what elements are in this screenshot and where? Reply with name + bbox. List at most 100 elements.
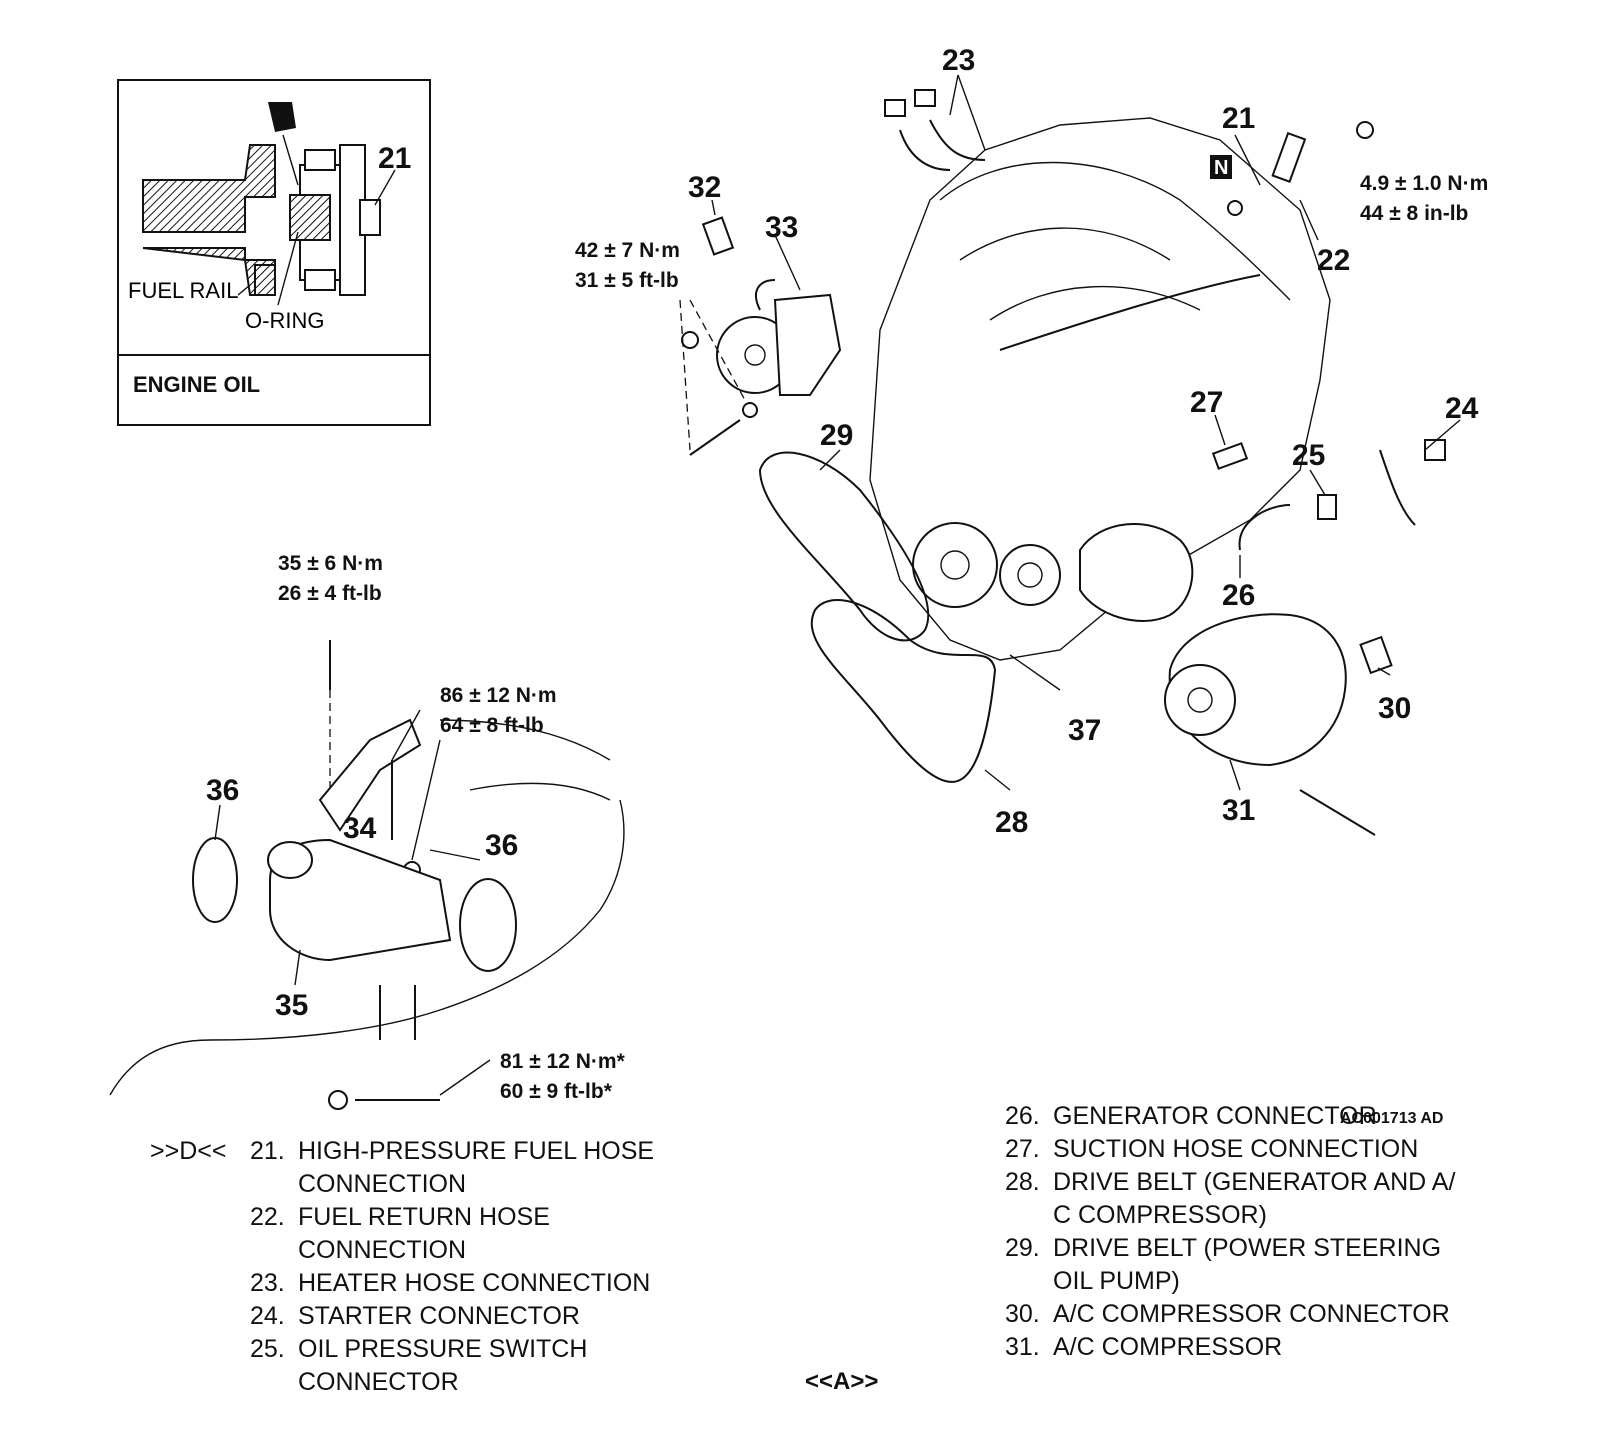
- callout-22: 22: [1317, 244, 1350, 277]
- ps-nut-2: [742, 402, 758, 418]
- leader-27: [1214, 414, 1226, 446]
- callout-31: 31: [1222, 794, 1255, 827]
- leader-31: [1229, 759, 1241, 791]
- legend-item: 30. A/C COMPRESSOR CONNECTOR: [1005, 1298, 1525, 1331]
- legend-item-text: FUEL RETURN HOSE CONNECTION: [298, 1203, 550, 1264]
- suction-hose-connector: [1211, 442, 1249, 470]
- torque-pump-metric: 42 ± 7 N·m: [575, 239, 680, 262]
- leader-32: [711, 199, 716, 216]
- figure-code: AC001713 AD: [1340, 1110, 1443, 1127]
- inset-frame: [117, 79, 431, 426]
- callout-25: 25: [1292, 439, 1325, 472]
- crank-pulley-hub: [940, 550, 970, 580]
- lower-washer: [328, 1090, 348, 1110]
- callout-28: 28: [995, 806, 1028, 839]
- torque-bolt-metric: 4.9 ± 1.0 N·m: [1360, 172, 1488, 195]
- fuel-rail-port: [254, 264, 276, 296]
- legend-item-text: SUCTION HOSE CONNECTION: [1053, 1135, 1419, 1163]
- torque-bracket-mid-imperial: 64 ± 8 ft-lb: [440, 714, 544, 737]
- callout-36-right: 36: [485, 829, 518, 862]
- callout-23: 23: [942, 44, 975, 77]
- generator-harness: [1238, 504, 1291, 551]
- engine-37-leader: [1009, 654, 1061, 691]
- idler-pulley-hub: [1017, 562, 1043, 588]
- intake-runner-1: [959, 227, 1171, 261]
- o-ring-leader: [277, 231, 299, 306]
- leader-24: [1424, 419, 1461, 451]
- engine-lower-outline: [109, 799, 625, 1096]
- leader-36-right: [429, 849, 481, 861]
- legend-item-text: A/C COMPRESSOR CONNECTOR: [1053, 1300, 1450, 1328]
- leader-21: [1234, 134, 1261, 186]
- legend-item: 31.A/C COMPRESSOR: [1005, 1331, 1525, 1364]
- legend-item: 25.OIL PRESSURE SWITCH CONNECTOR: [250, 1333, 720, 1399]
- step-marker: <<A>>: [805, 1368, 879, 1395]
- legend-item: 29.DRIVE BELT (POWER STEERING OIL PUMP): [1005, 1232, 1525, 1298]
- ps-pump-body: [773, 293, 842, 396]
- fuel-line: [999, 274, 1261, 351]
- legend-item-text: A/C COMPRESSOR: [1053, 1333, 1283, 1361]
- callout-35: 35: [275, 989, 308, 1022]
- o-ring-label: O-RING: [245, 308, 324, 333]
- legend-item-number: 30.: [1005, 1300, 1040, 1328]
- callout-29: 29: [820, 419, 853, 452]
- leader-22: [1299, 199, 1319, 241]
- torque-bracket-mid-metric: 86 ± 12 N·m: [440, 684, 557, 707]
- leader-28: [984, 769, 1011, 791]
- injector-cap-top: [304, 149, 336, 171]
- callout-leaders: [711, 74, 1461, 791]
- leader-30: [1377, 667, 1391, 676]
- manifold-runners: [439, 719, 611, 801]
- legend-item-text: HEATER HOSE CONNECTION: [298, 1269, 651, 1297]
- legend-item: 23.HEATER HOSE CONNECTION: [250, 1267, 720, 1300]
- injector-cap-bottom: [304, 269, 336, 291]
- ps-nut-1: [681, 331, 699, 349]
- leader-86: [391, 709, 421, 761]
- legend-item-number: 24.: [250, 1302, 285, 1330]
- tensioner-cap: [267, 841, 313, 879]
- intake-manifold: [939, 161, 1291, 301]
- leader-33: [774, 234, 801, 291]
- torque-bracket-low-imperial: 60 ± 9 ft-lb*: [500, 1080, 613, 1103]
- idler-pulley: [999, 544, 1061, 606]
- nut-marker-box: [1210, 155, 1232, 179]
- power-steering-pump: [679, 216, 842, 456]
- leader-29: [819, 449, 841, 471]
- ac-bolt: [1299, 789, 1376, 836]
- callout-30: 30: [1378, 692, 1411, 725]
- fuel-rail-section: [142, 144, 276, 233]
- leader-25: [1309, 469, 1326, 496]
- upper-bracket: [318, 718, 422, 832]
- callout-24: 24: [1445, 392, 1479, 425]
- legend-item-number: 29.: [1005, 1234, 1040, 1262]
- ps-hose-connector: [701, 216, 735, 256]
- heater-hose-right: [929, 119, 986, 161]
- leader-64: [411, 739, 441, 861]
- legend-item-text: GENERATOR CONNECTOR: [1053, 1102, 1377, 1130]
- drive-belt-power-steering: [758, 451, 930, 642]
- torque-bracket-low-metric: 81 ± 12 N·m*: [500, 1050, 626, 1073]
- legend-item: 28.DRIVE BELT (GENERATOR AND A/ C COMPRE…: [1005, 1166, 1525, 1232]
- ps-reservoir-hose: [755, 279, 776, 311]
- callout-36-left: 36: [206, 774, 239, 807]
- callout-33: 33: [765, 211, 798, 244]
- callout-37: 37: [1068, 714, 1101, 747]
- starter-harness: [1379, 449, 1416, 526]
- heater-clamp-2: [914, 89, 936, 107]
- leader-81: [439, 1059, 491, 1096]
- leader-35: [294, 949, 301, 986]
- torque-bolt-imperial: 44 ± 8 in-lb: [1360, 202, 1468, 225]
- generator-body: [1079, 523, 1194, 622]
- ps-bolt: [689, 419, 741, 456]
- ac-clutch-hub: [1187, 687, 1213, 713]
- inset-21-leader: [374, 169, 396, 206]
- engine-assembly: [869, 117, 1331, 691]
- inset-callout-21: 21: [378, 142, 411, 175]
- callout-32: 32: [688, 171, 721, 204]
- oil-arrow: [282, 134, 299, 186]
- ps-pump-hub: [744, 344, 766, 366]
- crank-pulley: [912, 522, 998, 608]
- legend-item-number: 28.: [1005, 1168, 1040, 1196]
